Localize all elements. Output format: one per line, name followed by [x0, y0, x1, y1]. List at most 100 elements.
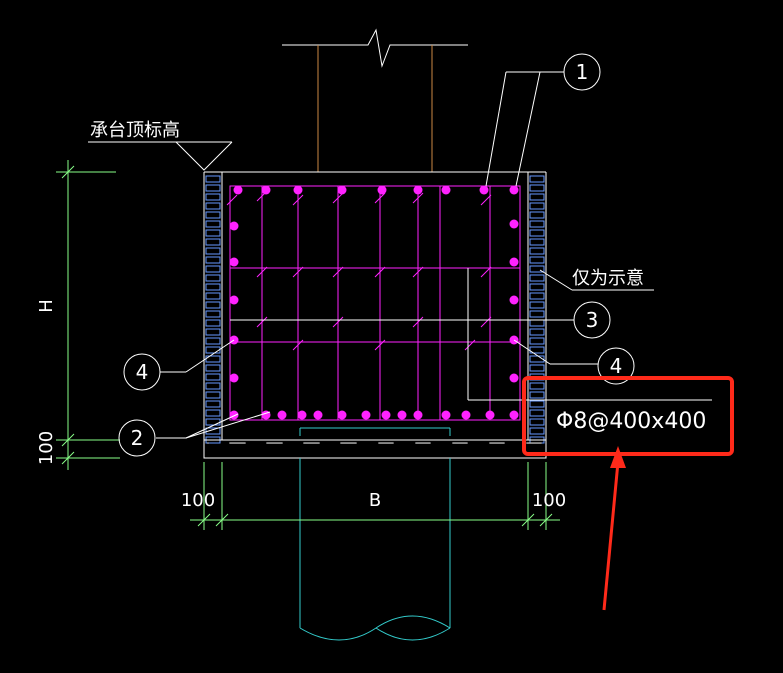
- rebar-tie-tick: [292, 266, 304, 278]
- brick: [205, 391, 221, 399]
- rebar-dot: [441, 185, 451, 195]
- rebar-tie-tick: [412, 192, 424, 204]
- rebar-dot: [509, 219, 519, 229]
- cushion-dot: [229, 442, 231, 444]
- brick: [205, 220, 221, 228]
- brick: [529, 229, 545, 237]
- callout-4-left: [123, 339, 235, 391]
- schematic-only-label: 仅为示意: [572, 268, 644, 289]
- highlight-arrow: [602, 446, 626, 611]
- rebar-dot: [485, 410, 495, 420]
- rebar-dot: [277, 410, 287, 420]
- brick: [529, 256, 545, 264]
- brick: [205, 427, 221, 435]
- brick: [529, 382, 545, 390]
- rebar-dot: [229, 295, 239, 305]
- brick: [529, 184, 545, 192]
- rebar-dot: [381, 410, 391, 420]
- callout-3: [230, 301, 611, 339]
- brick: [529, 427, 545, 435]
- rebar-spec-leader: [467, 268, 712, 401]
- rebar-dot: [509, 185, 519, 195]
- brick: [529, 202, 545, 210]
- brick: [529, 346, 545, 354]
- rebar-tie-tick: [332, 316, 344, 328]
- rebar-dot: [293, 185, 303, 195]
- rebar-dot: [229, 257, 239, 267]
- rebar-dot: [229, 373, 239, 383]
- brick: [205, 229, 221, 237]
- brick: [529, 400, 545, 408]
- brick: [205, 175, 221, 183]
- width-dimension-label: B: [369, 490, 381, 511]
- brick: [529, 355, 545, 363]
- rebar-tie-tick: [332, 266, 344, 278]
- pile: [299, 427, 451, 641]
- concrete-cushion: [203, 439, 547, 459]
- callout-3-number: 3: [586, 308, 599, 332]
- brick: [529, 301, 545, 309]
- brick: [205, 265, 221, 273]
- brick: [529, 391, 545, 399]
- rebar-tie-tick: [256, 266, 268, 278]
- rebar-tie-tick: [332, 192, 344, 204]
- brick: [529, 310, 545, 318]
- rebar-tie-tick: [412, 316, 424, 328]
- brick: [205, 274, 221, 282]
- rebar-dot: [229, 221, 239, 231]
- brick: [205, 301, 221, 309]
- rebar-tie-tick: [226, 194, 238, 206]
- brick: [529, 265, 545, 273]
- left-100-dimension-label: 100: [181, 490, 215, 511]
- brick: [529, 238, 545, 246]
- cap-top-elevation-label: 承台顶标高: [90, 120, 180, 141]
- rebar-cage: [226, 185, 521, 421]
- rebar-tie-tick: [374, 192, 386, 204]
- rebar-dot: [337, 185, 347, 195]
- highlight-box: [522, 376, 734, 456]
- rebar-spec-label: Φ8@400x400: [556, 409, 706, 434]
- cushion-dot: [340, 442, 342, 444]
- rebar-dot: [297, 410, 307, 420]
- rebar-tie-tick: [480, 194, 492, 206]
- brick: [205, 238, 221, 246]
- brick: [205, 364, 221, 372]
- brick: [205, 256, 221, 264]
- brick: [529, 337, 545, 345]
- brick: [205, 193, 221, 201]
- callout-4-right-number: 4: [610, 354, 623, 378]
- brick: [529, 193, 545, 201]
- brick-wall-left: [205, 175, 221, 444]
- rebar-tie-tick: [292, 339, 304, 351]
- vertical-dimension: [56, 160, 120, 470]
- brick: [205, 409, 221, 417]
- brick: [205, 382, 221, 390]
- column-lines: [317, 45, 433, 172]
- rebar-dot: [413, 185, 423, 195]
- brick: [529, 364, 545, 372]
- cushion-dot: [526, 442, 528, 444]
- brick: [529, 328, 545, 336]
- brick: [205, 310, 221, 318]
- brick: [205, 373, 221, 381]
- brick: [529, 220, 545, 228]
- callout-4-left-number: 4: [136, 360, 149, 384]
- brick: [205, 202, 221, 210]
- cushion-dot: [266, 442, 268, 444]
- brick: [205, 418, 221, 426]
- rebar-tie-tick: [374, 266, 386, 278]
- rebar-tie-tick: [464, 339, 476, 351]
- rebar-tie-tick: [480, 266, 492, 278]
- rebar-dot: [509, 257, 519, 267]
- rebar-dot: [233, 185, 243, 195]
- brick: [529, 292, 545, 300]
- rebar-dot: [509, 295, 519, 305]
- callout-2-number: 2: [131, 426, 144, 450]
- callout-2: [118, 411, 271, 457]
- brick: [205, 247, 221, 255]
- rebar-tie-tick: [256, 190, 268, 202]
- brick: [529, 274, 545, 282]
- column-break-line: [282, 28, 468, 68]
- cushion-dot: [207, 442, 209, 444]
